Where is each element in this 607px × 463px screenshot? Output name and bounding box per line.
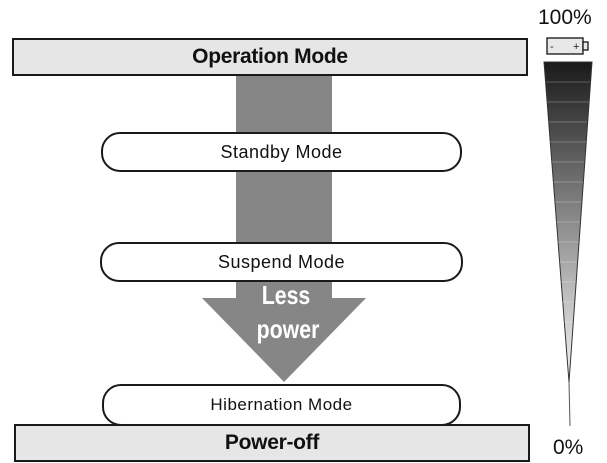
hibernation-mode-label: Hibernation Mode xyxy=(210,395,353,414)
battery-plus: + xyxy=(573,41,579,53)
suspend-mode-box: Suspend Mode xyxy=(100,242,463,282)
operation-mode-label: Operation Mode xyxy=(192,45,348,68)
power-off-label: Power-off xyxy=(224,431,320,454)
battery-minus: - xyxy=(550,41,554,53)
arrow-label-less: Less xyxy=(261,280,311,310)
power-off-bar: Power-off xyxy=(14,424,530,462)
battery-percent-bottom: 0% xyxy=(553,436,584,459)
battery-level-gauge xyxy=(543,61,593,427)
hibernation-mode-box: Hibernation Mode xyxy=(102,384,461,426)
arrow-label-power: power xyxy=(256,314,320,344)
standby-mode-label: Standby Mode xyxy=(220,141,343,162)
suspend-mode-label: Suspend Mode xyxy=(217,251,346,272)
standby-mode-box: Standby Mode xyxy=(101,132,462,172)
battery-percent-top: 100% xyxy=(538,6,592,29)
operation-mode-bar: Operation Mode xyxy=(12,38,528,76)
battery-icon: - + xyxy=(546,37,589,55)
